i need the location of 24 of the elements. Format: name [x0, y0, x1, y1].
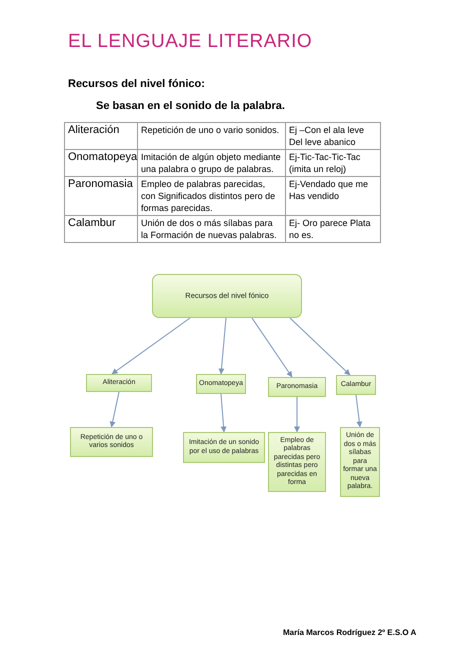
definition-cell: Empleo de palabras parecidas, con Significados distintos pero de formas parecidas. — [138, 177, 286, 216]
term-cell: Onomatopeya — [65, 150, 138, 177]
definition-cell: Repetición de uno o vario sonidos. — [138, 123, 286, 150]
example-cell: Ej-Vendado que me Has vendido — [286, 177, 381, 216]
term-cell: Aliteración — [65, 123, 138, 150]
arrow — [218, 318, 226, 374]
arrow — [220, 394, 227, 432]
arrow — [290, 318, 350, 376]
definition-cell: Unión de dos o más sílabas para la Formación de nuevas palabras. — [138, 216, 286, 243]
arrow — [252, 318, 292, 378]
example-cell: Ej-Tic-Tac-Tic-Tac (imita un reloj) — [286, 150, 381, 177]
example-cell: Ej- Oro parece Plata no es. — [286, 216, 381, 243]
term-cell: Paronomasia — [65, 177, 138, 216]
definition-cell: Imitación de algún objeto mediante una palabra o grupo de palabras. — [138, 150, 286, 177]
section-heading: Recursos del nivel fónico: — [68, 77, 205, 91]
arrow — [112, 318, 190, 374]
author-footer: María Marcos Rodríguez 2º E.S.O A — [283, 628, 416, 638]
arrow — [356, 394, 362, 428]
page-title: EL LENGUAJE LITERARIO — [68, 30, 312, 54]
term-cell: Calambur — [65, 216, 138, 243]
example-cell: Ej –Con el ala leve Del leve abanico — [286, 123, 381, 150]
arrow — [294, 396, 300, 432]
subheading: Se basan en el sonido de la palabra. — [96, 99, 285, 113]
arrow — [110, 392, 120, 428]
